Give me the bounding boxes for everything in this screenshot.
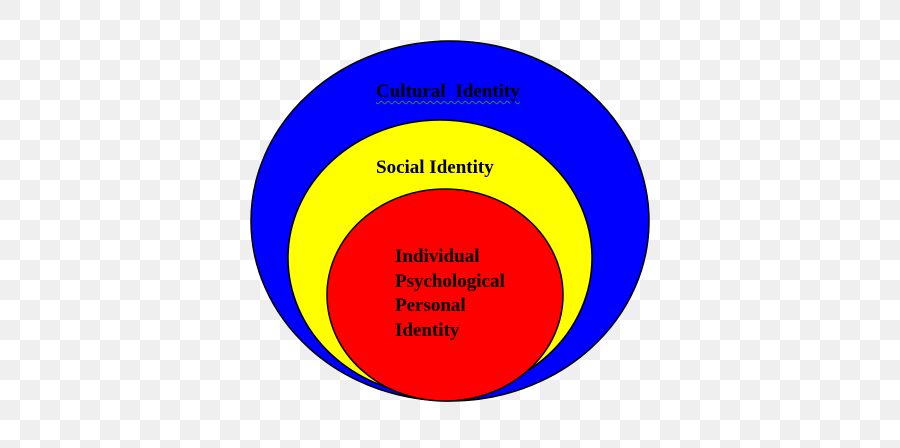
cultural-identity-label: Cultural Identity bbox=[376, 81, 520, 102]
individual-label-line-4: Identity bbox=[395, 319, 460, 341]
social-identity-label: Social Identity bbox=[376, 157, 494, 178]
individual-identity-label: Individual Psychological Personal Identi… bbox=[395, 245, 505, 343]
individual-label-line-3: Personal bbox=[395, 295, 466, 316]
individual-label-line-2: Psychological bbox=[395, 270, 505, 292]
individual-label-line-1: Individual bbox=[395, 246, 480, 267]
individual-identity-ellipse bbox=[326, 188, 564, 402]
